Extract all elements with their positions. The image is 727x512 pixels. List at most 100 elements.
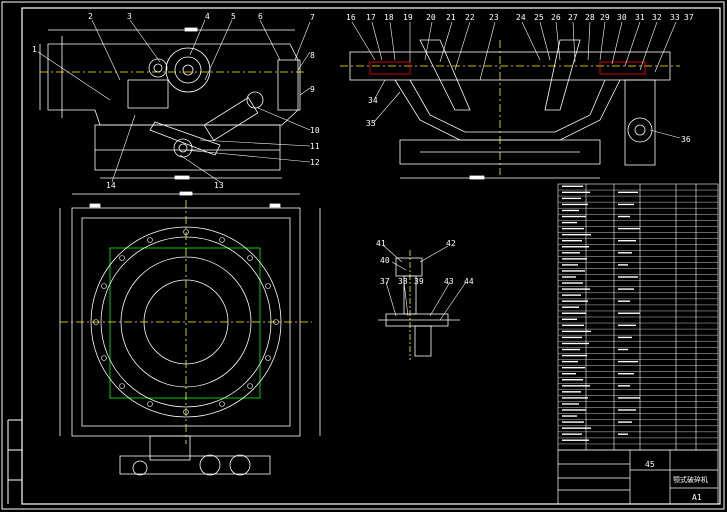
svg-text:11: 11 — [310, 142, 320, 151]
parts-list-text-stroke — [618, 385, 630, 387]
parts-list-text-stroke — [562, 336, 582, 339]
svg-text:12: 12 — [310, 158, 320, 167]
parts-list-text-stroke — [562, 342, 589, 345]
parts-list-text-stroke — [618, 240, 636, 242]
parts-list-text-stroke — [618, 252, 632, 254]
svg-text:42: 42 — [446, 239, 456, 248]
svg-text:32: 32 — [652, 13, 662, 22]
front-elevation-view — [39, 27, 305, 180]
svg-text:21: 21 — [446, 13, 456, 22]
parts-list-text-stroke — [618, 227, 640, 230]
svg-text:6: 6 — [258, 12, 263, 21]
section-view-part-labels: 16 17 18 19 20 21 22 23 24 25 26 27 28 2… — [346, 13, 694, 144]
title-block — [557, 449, 719, 505]
parts-list-text-stroke — [618, 336, 632, 339]
parts-list-text-stroke — [562, 240, 582, 242]
parts-list-text-stroke — [618, 191, 638, 194]
parts-list-text-stroke — [562, 288, 590, 290]
parts-list-text-stroke — [618, 215, 630, 218]
svg-text:34: 34 — [368, 96, 378, 105]
svg-text:28: 28 — [585, 13, 595, 22]
parts-list-text-stroke — [562, 197, 581, 200]
parts-list-text-stroke — [562, 233, 591, 236]
section-view — [340, 39, 680, 180]
parts-list-text-stroke — [562, 282, 583, 284]
svg-text:45: 45 — [645, 460, 655, 469]
parts-list-text-stroke — [618, 360, 638, 363]
svg-text:30: 30 — [617, 13, 627, 22]
front-view-part-labels: 1 2 3 4 5 6 7 8 9 10 11 12 13 14 — [32, 12, 320, 190]
parts-list-text-stroke — [562, 258, 587, 260]
parts-list-text-stroke — [562, 366, 585, 369]
parts-list-text-stroke — [562, 385, 590, 387]
parts-list-text-stroke — [562, 415, 577, 417]
svg-text:14: 14 — [106, 181, 116, 190]
svg-text:3: 3 — [127, 12, 132, 21]
svg-text:颚式破碎机: 颚式破碎机 — [673, 475, 708, 484]
svg-text:27: 27 — [568, 13, 578, 22]
svg-text:18: 18 — [384, 13, 394, 22]
svg-text:41: 41 — [376, 239, 386, 248]
parts-list-text-stroke — [562, 409, 586, 411]
parts-list-text-stroke — [562, 300, 588, 302]
parts-list-text-stroke — [562, 252, 580, 254]
parts-list-text-stroke — [618, 324, 636, 327]
parts-list-text-stroke — [562, 246, 589, 248]
svg-text:10: 10 — [310, 126, 320, 135]
svg-text:20: 20 — [426, 13, 436, 22]
parts-list-rows — [558, 185, 718, 445]
svg-text:37: 37 — [684, 13, 694, 22]
svg-text:2: 2 — [88, 12, 93, 21]
parts-list-text-stroke — [562, 373, 576, 375]
parts-list-text-stroke — [562, 221, 577, 224]
svg-text:19: 19 — [403, 13, 413, 22]
svg-text:4: 4 — [205, 12, 210, 21]
parts-list-text-stroke — [562, 403, 579, 405]
svg-text:31: 31 — [635, 13, 645, 22]
front-view-leader-lines — [37, 19, 311, 183]
parts-list-text-stroke — [618, 276, 638, 278]
parts-list-text-stroke — [562, 215, 586, 218]
parts-list-text-stroke — [618, 203, 634, 206]
parts-list-text-stroke — [562, 379, 583, 381]
parts-list-text-stroke — [562, 360, 578, 363]
parts-list-text-stroke — [562, 433, 582, 435]
parts-list-text-stroke — [618, 288, 634, 290]
svg-text:29: 29 — [600, 13, 610, 22]
plan-view-bolt-holes — [93, 229, 279, 415]
svg-text:38: 38 — [398, 277, 408, 286]
svg-text:40: 40 — [380, 256, 390, 265]
parts-list-text-stroke — [562, 209, 579, 212]
svg-text:43: 43 — [444, 277, 454, 286]
parts-list-text-stroke — [618, 300, 630, 302]
svg-text:35: 35 — [366, 119, 376, 128]
parts-list-text-stroke — [562, 348, 580, 351]
parts-list-text-stroke — [618, 373, 634, 375]
plan-view — [59, 191, 321, 476]
detail-view-part-labels: 41 40 42 37 38 39 43 44 — [376, 239, 474, 286]
svg-text:36: 36 — [681, 135, 691, 144]
parts-list-text-stroke — [562, 306, 579, 308]
svg-text:44: 44 — [464, 277, 474, 286]
svg-text:16: 16 — [346, 13, 356, 22]
parts-list-text-stroke — [618, 397, 640, 399]
svg-text:1: 1 — [32, 45, 37, 54]
svg-text:13: 13 — [214, 181, 224, 190]
svg-text:24: 24 — [516, 13, 526, 22]
svg-text:26: 26 — [551, 13, 561, 22]
parts-list-text-stroke — [562, 270, 585, 272]
title-block-text: 45 A1 颚式破碎机 — [645, 460, 708, 502]
parts-list-text-stroke — [562, 330, 591, 333]
parts-list-text-stroke — [618, 409, 636, 411]
parts-list-text-stroke — [562, 391, 581, 393]
parts-list-text-stroke — [618, 421, 632, 423]
parts-list-text-stroke — [562, 227, 584, 230]
svg-text:8: 8 — [310, 51, 315, 60]
parts-list-text-stroke — [562, 191, 590, 194]
parts-list-text-stroke — [562, 439, 589, 441]
svg-text:17: 17 — [366, 13, 376, 22]
parts-list-text-stroke — [618, 348, 628, 351]
parts-list-text-stroke — [562, 397, 588, 399]
